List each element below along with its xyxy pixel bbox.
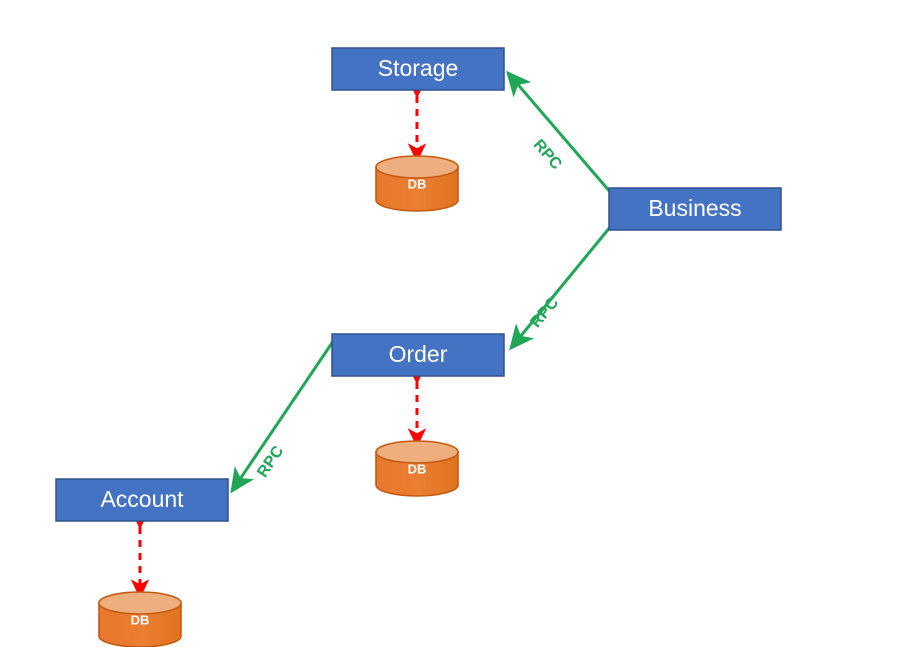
service-label: Storage <box>378 55 459 81</box>
database-label: DB <box>408 461 427 476</box>
database-label: DB <box>408 176 427 191</box>
database-cylinder-body <box>375 451 459 497</box>
database-cylinder-top <box>375 440 459 464</box>
service-box <box>331 47 505 91</box>
database-cylinder-body <box>375 166 459 212</box>
rpc-line <box>509 225 613 351</box>
rpc-line <box>506 70 613 194</box>
rpc-connectors: RPC RPC RPC <box>230 70 613 494</box>
service-nodes: Storage Business Order Account <box>55 47 782 522</box>
service-node-order[interactable]: Order <box>331 333 505 377</box>
rpc-link-order-to-account[interactable]: RPC <box>230 336 338 494</box>
service-box <box>331 333 505 377</box>
service-box <box>608 187 782 231</box>
database-label: DB <box>131 612 150 627</box>
rpc-line <box>230 336 338 494</box>
db-connectors <box>130 79 427 599</box>
service-label: Account <box>100 486 184 512</box>
service-node-account[interactable]: Account <box>55 478 229 522</box>
service-label: Order <box>389 341 448 367</box>
service-node-storage[interactable]: Storage <box>331 47 505 91</box>
rpc-link-business-to-order[interactable]: RPC <box>509 225 613 351</box>
database-cylinder-top <box>375 155 459 179</box>
database-node-storage-db[interactable]: DB <box>375 155 459 212</box>
rpc-link-business-to-storage[interactable]: RPC <box>506 70 613 194</box>
database-nodes: DB DB DB <box>98 155 459 647</box>
database-node-order-db[interactable]: DB <box>375 440 459 497</box>
service-node-business[interactable]: Business <box>608 187 782 231</box>
database-node-account-db[interactable]: DB <box>98 591 182 647</box>
service-label: Business <box>648 195 741 221</box>
service-box <box>55 478 229 522</box>
database-cylinder-top <box>98 591 182 615</box>
rpc-label: RPC <box>530 136 565 173</box>
rpc-label: RPC <box>527 294 562 331</box>
